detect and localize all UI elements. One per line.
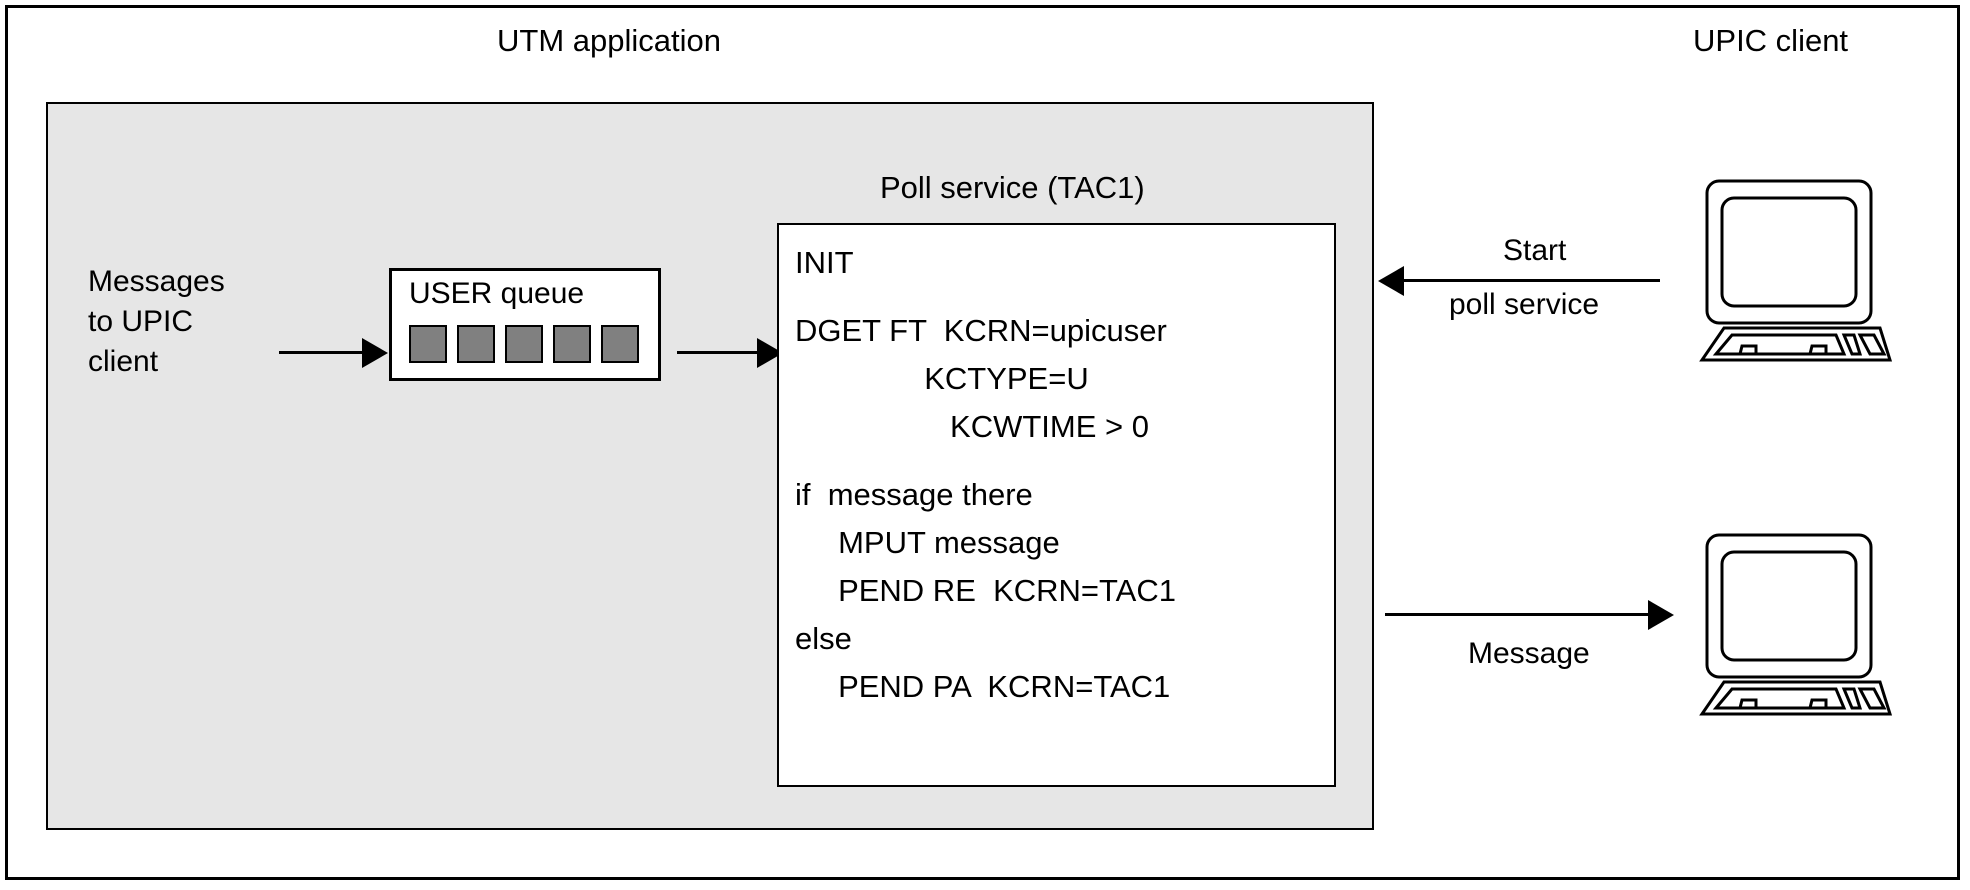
- label-start: Start: [1503, 234, 1567, 267]
- header-utm-application: UTM application: [497, 23, 721, 58]
- arrow-messages-to-queue-line: [279, 351, 364, 354]
- queue-slot: [457, 325, 495, 363]
- code-line: INIT: [795, 245, 854, 280]
- user-queue-title: USER queue: [409, 277, 585, 310]
- arrow-queue-to-poll-service-line: [677, 351, 759, 354]
- messages-label-line-1: Messages: [88, 265, 225, 298]
- code-line: KCTYPE=U: [795, 361, 1089, 396]
- poll-service-code-lines: INIT DGET FT KCRN=upicuser KCTYPE=U KCWT…: [795, 239, 1176, 711]
- code-line: DGET FT KCRN=upicuser: [795, 313, 1167, 348]
- arrow-start-poll-service-head-icon: [1378, 266, 1404, 296]
- poll-service-code-box: INIT DGET FT KCRN=upicuser KCTYPE=U KCWT…: [777, 223, 1336, 787]
- arrow-message-line: [1385, 613, 1655, 616]
- messages-label-line-2: to UPIC: [88, 305, 194, 338]
- user-queue-slots: [409, 325, 639, 363]
- code-line: else: [795, 621, 852, 656]
- messages-label-line-3: client: [88, 345, 159, 378]
- queue-slot: [409, 325, 447, 363]
- queue-slot: [553, 325, 591, 363]
- label-message: Message: [1468, 637, 1590, 670]
- code-line: PEND PA KCRN=TAC1: [795, 669, 1171, 704]
- header-upic-client: UPIC client: [1693, 23, 1849, 58]
- code-line: if message there: [795, 477, 1033, 512]
- code-line: PEND RE KCRN=TAC1: [795, 573, 1176, 608]
- arrow-start-poll-service-line: [1400, 279, 1660, 282]
- code-line: MPUT message: [795, 525, 1060, 560]
- queue-slot: [601, 325, 639, 363]
- arrow-message-head-icon: [1648, 600, 1674, 630]
- code-line: [795, 287, 1176, 307]
- label-poll-service: poll service: [1449, 288, 1600, 321]
- messages-to-upic-client-label: Messages to UPIC client: [88, 262, 225, 382]
- code-line: KCWTIME > 0: [795, 409, 1149, 444]
- queue-slot: [505, 325, 543, 363]
- upic-client-terminal-bottom-icon: [1694, 532, 1894, 722]
- code-line: [795, 451, 1176, 471]
- upic-client-terminal-top-icon: [1694, 178, 1894, 368]
- arrow-messages-to-queue-head-icon: [362, 338, 388, 368]
- user-queue-box: USER queue: [389, 268, 661, 381]
- poll-service-title: Poll service (TAC1): [880, 170, 1145, 205]
